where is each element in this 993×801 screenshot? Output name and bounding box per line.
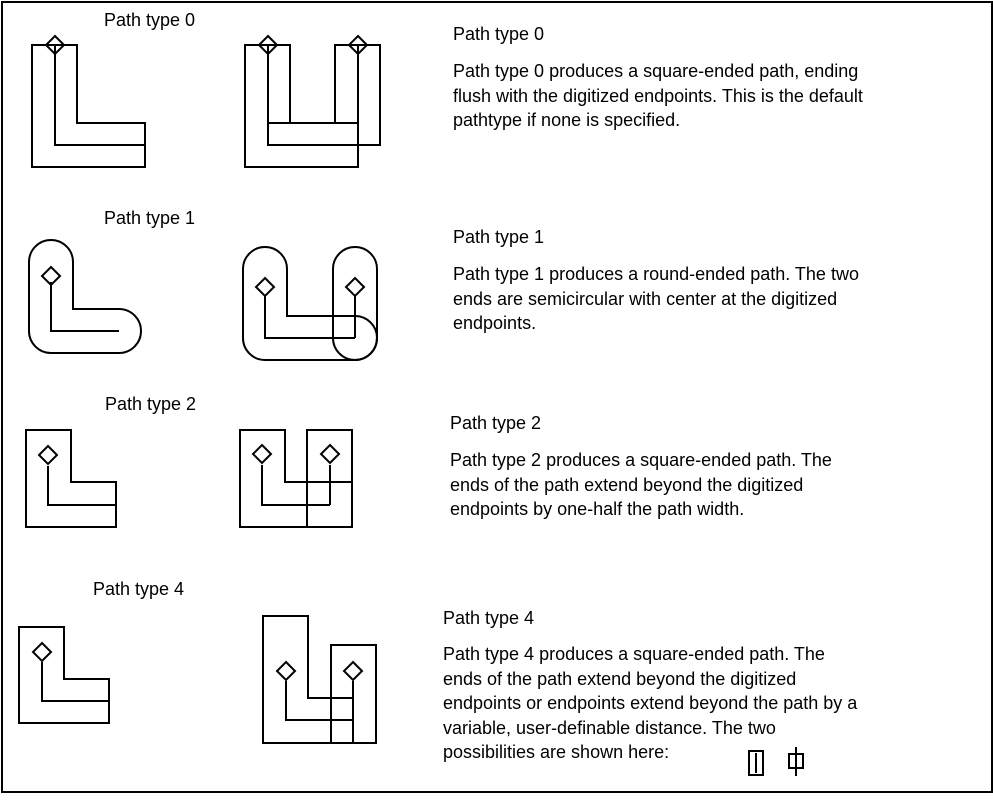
path-centerline xyxy=(41,662,109,702)
figure-label-path-type-2: Path type 2 xyxy=(105,394,197,414)
endpoint-diamond-icon xyxy=(40,265,62,287)
endpoint-diamond-icon xyxy=(251,443,273,465)
path-centerline-left xyxy=(264,296,355,339)
path-type-0-u-paths xyxy=(244,34,381,168)
endpoint-diamond-icon xyxy=(319,443,341,465)
path-type-1-u-paths xyxy=(242,246,378,362)
path-type-2-single-path xyxy=(25,429,117,528)
description-path-type-0: Path type 0 produces a square-ended path… xyxy=(453,61,863,130)
figure-label-path-type-0: Path type 0 xyxy=(104,10,196,30)
endpoint-diamond-icon xyxy=(37,444,59,466)
heading-path-type-1: Path type 1 xyxy=(453,227,545,247)
path-outline-left xyxy=(244,44,359,168)
path-outline-right xyxy=(332,246,378,362)
path-centerline-left xyxy=(285,681,353,721)
path-outline-left xyxy=(262,615,354,744)
path-centerline xyxy=(50,282,119,332)
endpoint-diamond-icon xyxy=(342,660,364,682)
path-centerline xyxy=(54,45,145,146)
path-outline-left xyxy=(242,246,378,361)
path-outline-right xyxy=(306,429,353,528)
path-centerline xyxy=(47,466,116,506)
path-type-4-u-paths xyxy=(262,615,377,744)
endpoint-diamond-icon xyxy=(347,34,369,56)
path-type-4-single-path xyxy=(18,626,110,724)
path-outline xyxy=(31,44,146,168)
endpoint-diamond-icon xyxy=(31,641,53,663)
path-centerline-left xyxy=(267,45,358,146)
path-centerline-left xyxy=(261,465,330,506)
path-outline-right xyxy=(330,644,377,744)
path-type-4-possibility-icons xyxy=(748,747,804,776)
path-outline xyxy=(18,626,110,724)
figure-label-path-type-4: Path type 4 xyxy=(93,579,185,599)
heading-path-type-0: Path type 0 xyxy=(453,24,545,44)
path-type-1-single-path xyxy=(28,239,142,354)
figure-label-path-type-1: Path type 1 xyxy=(104,208,196,228)
description-path-type-4: Path type 4 produces a square-ended path… xyxy=(443,644,858,762)
end-flush-box-icon xyxy=(748,750,764,776)
path-outline xyxy=(25,429,117,528)
path-outline-left xyxy=(239,429,353,528)
path-type-0-single-path xyxy=(31,34,146,168)
heading-path-type-4: Path type 4 xyxy=(443,608,535,628)
description-path-type-1: Path type 1 produces a round-ended path.… xyxy=(453,264,859,333)
endpoint-diamond-icon xyxy=(254,276,276,298)
path-type-2-u-paths xyxy=(239,429,353,528)
endpoint-diamond-icon xyxy=(44,34,66,56)
description-path-type-2: Path type 2 produces a square-ended path… xyxy=(450,450,832,519)
heading-path-type-2: Path type 2 xyxy=(450,413,542,433)
path-outline xyxy=(28,239,142,354)
path-outline-right xyxy=(267,44,381,146)
endpoint-diamond-icon xyxy=(257,34,279,56)
endpoint-diamond-icon xyxy=(344,276,366,298)
endpoint-diamond-icon xyxy=(275,660,297,682)
